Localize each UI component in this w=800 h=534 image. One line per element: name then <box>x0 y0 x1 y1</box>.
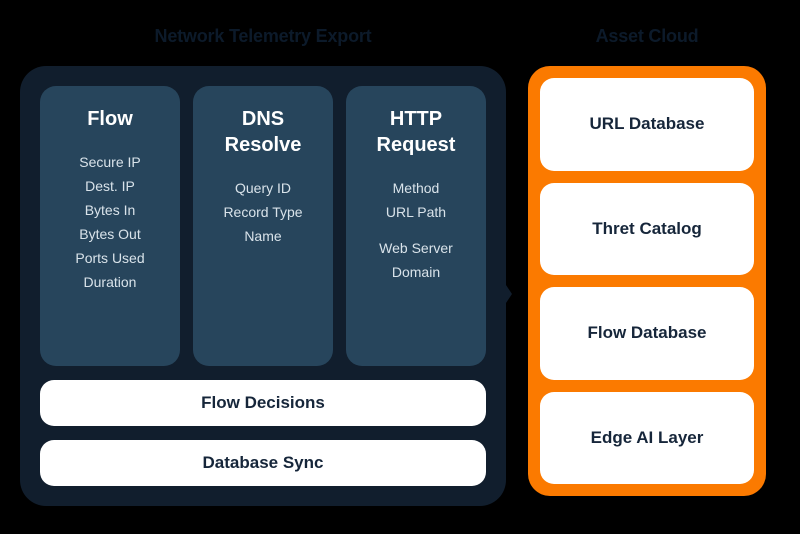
card-item: Dest. IP <box>85 178 135 194</box>
telemetry-card-http-request[interactable]: HTTP Request Method URL Path Web Server … <box>346 86 486 366</box>
card-title: DNS Resolve <box>224 108 302 156</box>
card-item: Secure IP <box>79 154 141 170</box>
card-item: Name <box>244 228 282 244</box>
cloud-card-thret-catalog[interactable]: Thret Catalog <box>540 182 754 275</box>
cloud-card-url-database[interactable]: URL Database <box>540 78 754 171</box>
cloud-card-flow-database[interactable]: Flow Database <box>540 287 754 380</box>
card-item: Web Server Domain <box>379 240 453 280</box>
telemetry-card-flow[interactable]: Flow Secure IP Dest. IP Bytes In Bytes O… <box>40 86 180 366</box>
network-telemetry-export-panel: Flow Secure IP Dest. IP Bytes In Bytes O… <box>20 66 506 506</box>
telemetry-cards-row: Flow Secure IP Dest. IP Bytes In Bytes O… <box>40 86 486 366</box>
card-item: Record Type <box>223 204 303 220</box>
card-title: Flow <box>87 108 133 130</box>
telemetry-card-dns-resolve[interactable]: DNS Resolve Query ID Record Type Name <box>193 86 333 366</box>
left-panel-title: Network Telemetry Export <box>154 26 372 46</box>
asset-cloud-panel: URL Database Thret Catalog Flow Database… <box>528 66 766 496</box>
card-item: Bytes Out <box>79 226 141 242</box>
card-item: URL Path <box>385 204 447 220</box>
right-panel-title: Asset Cloud <box>595 26 699 46</box>
card-item: Query ID <box>234 180 291 196</box>
card-item: Bytes In <box>84 202 136 218</box>
bar-database-sync[interactable]: Database Sync <box>40 440 486 486</box>
cloud-card-edge-ai-layer[interactable]: Edge AI Layer <box>540 391 754 484</box>
card-item: Ports Used <box>75 250 145 266</box>
card-item: Method <box>392 180 440 196</box>
bar-flow-decisions[interactable]: Flow Decisions <box>40 380 486 426</box>
card-title: HTTP Request <box>376 108 456 156</box>
card-item: Duration <box>83 274 137 290</box>
